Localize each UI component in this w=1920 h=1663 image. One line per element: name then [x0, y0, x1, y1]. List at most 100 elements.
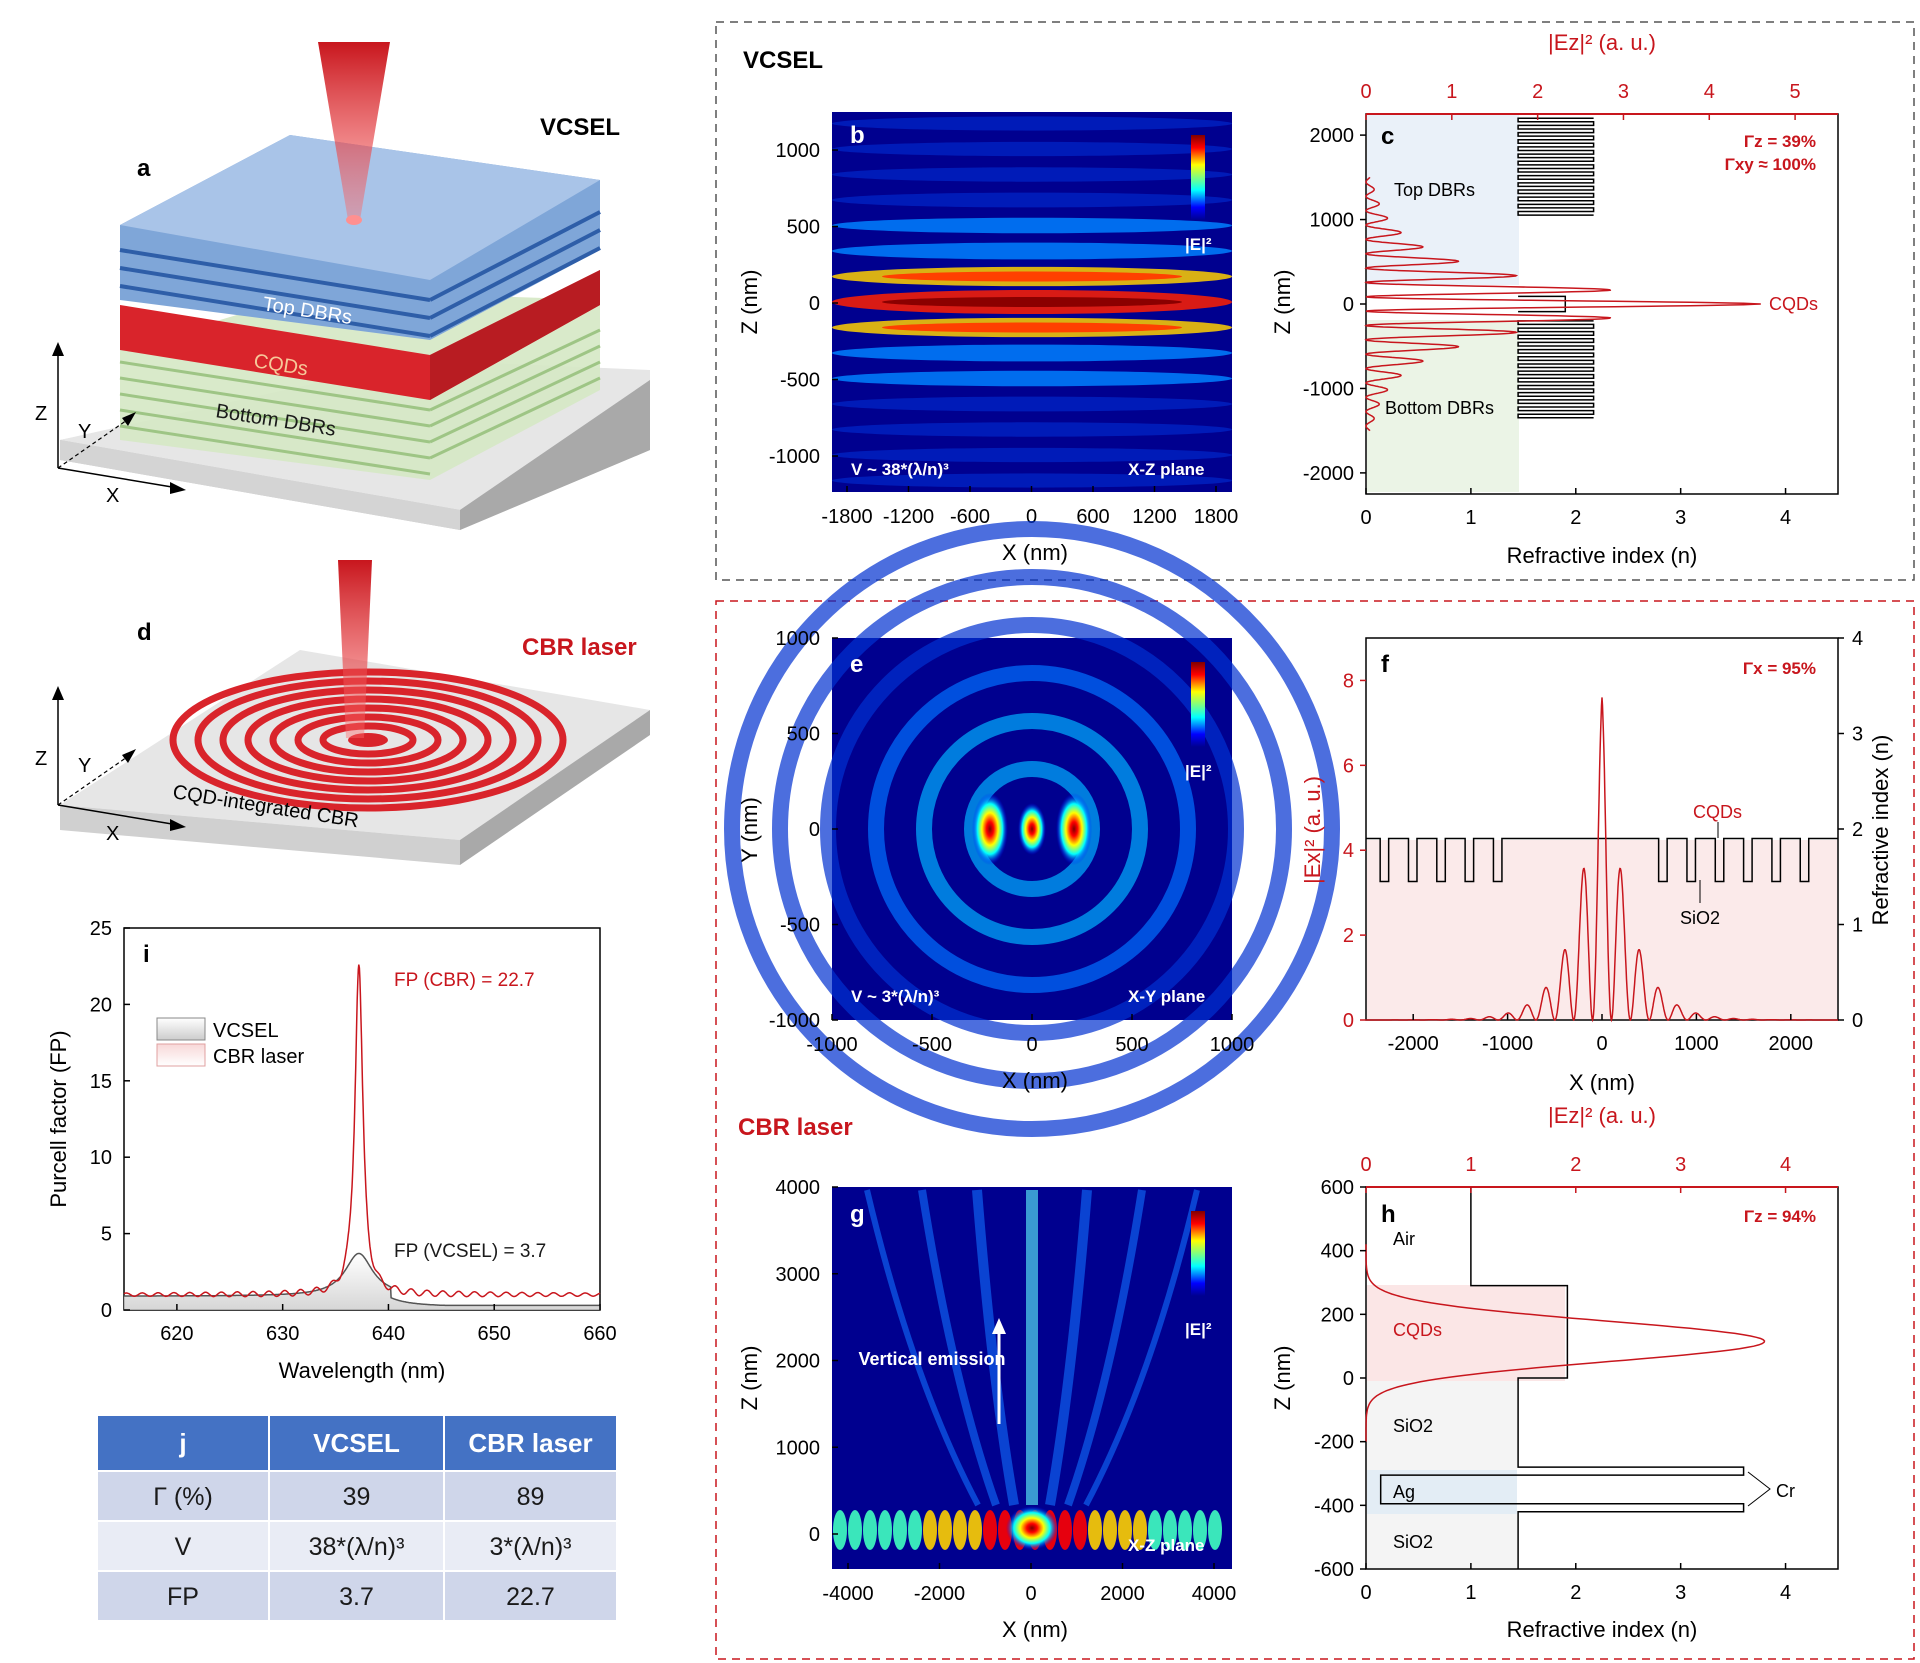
- ylabel-g: Z (nm): [737, 1346, 762, 1411]
- y-tick-label: 1000: [776, 140, 821, 162]
- y-tick-label: 0: [101, 1300, 112, 1322]
- panel-label-c: c: [1381, 123, 1394, 150]
- table-header: CBR laser: [468, 1428, 592, 1458]
- panel-label-g: g: [850, 1201, 865, 1228]
- emission-lobe: [1064, 1189, 1146, 1507]
- x-tick-label: 3: [1675, 1582, 1686, 1604]
- y-tick-label: -400: [1314, 1495, 1354, 1517]
- colorbar-label-e: |E|²: [1185, 762, 1212, 781]
- x-tick-label: -1200: [883, 506, 934, 528]
- top-tick-label: 0: [1360, 81, 1371, 103]
- field-core: [882, 271, 1182, 282]
- ring: [916, 713, 1148, 945]
- table-header: j: [178, 1428, 186, 1458]
- panel-label-d: d: [137, 619, 152, 646]
- emission-lobe: [1083, 1189, 1200, 1507]
- top-tick-label: 5: [1790, 81, 1801, 103]
- field-band: [832, 116, 1232, 131]
- x-tick-label: -4000: [822, 1583, 873, 1605]
- y-tick-label: -500: [780, 370, 820, 392]
- field-band: [832, 370, 1232, 387]
- table-cell: [443, 1520, 618, 1572]
- colorbar-label-g: |E|²: [1185, 1320, 1212, 1339]
- interference-spot: [953, 1510, 967, 1550]
- x-tick-label: 630: [266, 1323, 299, 1345]
- ring: [868, 665, 1196, 993]
- section-vcsel-right: VCSEL: [743, 47, 823, 74]
- y-tick-label: 4000: [776, 1177, 821, 1199]
- emission-lobe: [918, 1189, 1000, 1507]
- y-tick-label: -2000: [1303, 463, 1354, 485]
- interference-spot: [848, 1510, 862, 1550]
- y-tick-label: -1000: [769, 446, 820, 468]
- interference-spot: [1118, 1510, 1132, 1550]
- x-tick-label: 0: [1025, 1583, 1036, 1605]
- xlabel-e: X (nm): [1002, 1068, 1068, 1093]
- emission-lobe: [972, 1189, 1019, 1506]
- y-tick-right-label: 1: [1852, 915, 1863, 937]
- x-tick-label: 660: [583, 1323, 616, 1345]
- c-cqds: CQDs: [1769, 294, 1818, 314]
- x-tick-label: 1000: [1674, 1033, 1719, 1055]
- colorbar-b: [1191, 135, 1205, 220]
- top-tick-label: 2: [1532, 81, 1543, 103]
- interference-spot: [1148, 1510, 1162, 1550]
- interference-spot: [1133, 1510, 1147, 1550]
- table-cell: [443, 1470, 618, 1522]
- panel-c: c Top DBRs Bottom DBRs CQDs Γz = 39% Γxy…: [1270, 30, 1839, 568]
- legend-vcsel: VCSEL: [213, 1020, 279, 1042]
- top-tick-label: 1: [1465, 1154, 1476, 1176]
- hotspot-g: [1006, 1506, 1058, 1550]
- colorbar-label-b: |E|²: [1185, 235, 1212, 254]
- series-cbr: [123, 964, 601, 1298]
- section-vcsel-left: VCSEL: [540, 114, 620, 141]
- y-tick-label: 5: [101, 1224, 112, 1246]
- x-tick-label: 0: [1026, 1034, 1037, 1056]
- f-gamma: Γx = 95%: [1743, 659, 1816, 678]
- axis-z-a: Z: [35, 403, 47, 425]
- interference-spot: [1163, 1510, 1177, 1550]
- interference-spot: [1178, 1510, 1192, 1550]
- y-tick-label: -1000: [769, 1010, 820, 1032]
- y-tick-label: 10: [90, 1147, 112, 1169]
- y-tick-left-label: 0: [1343, 1010, 1354, 1032]
- h-cr: Cr: [1776, 1481, 1795, 1501]
- h-ylabel: Z (nm): [1270, 1346, 1295, 1411]
- y-tick-label: 0: [809, 1524, 820, 1546]
- x-tick-label: 1800: [1194, 506, 1239, 528]
- lobe-left: [972, 793, 1008, 865]
- top-tick-label: 1: [1446, 81, 1457, 103]
- table-cell: [96, 1520, 270, 1572]
- c-gamma-xy: Γxy ≈ 100%: [1725, 155, 1816, 174]
- interference-spot: [1103, 1510, 1117, 1550]
- h-cqds: CQDs: [1393, 1320, 1442, 1340]
- panel-label-e: e: [850, 651, 863, 678]
- x-tick-label: 500: [1115, 1034, 1148, 1056]
- legend-cbr: CBR laser: [213, 1046, 304, 1068]
- table-value: V: [175, 1533, 192, 1561]
- interference-spot: [938, 1510, 952, 1550]
- axis-y-d: Y: [78, 755, 91, 777]
- colorbar-g: [1191, 1211, 1205, 1296]
- x-tick-label: -1000: [1482, 1033, 1533, 1055]
- field-band: [832, 396, 1232, 412]
- x-tick-label: 2000: [1769, 1033, 1814, 1055]
- y-tick-label: 1000: [1310, 210, 1355, 232]
- f-cqds: CQDs: [1693, 802, 1742, 822]
- x-tick-label: -2000: [914, 1583, 965, 1605]
- x-tick-label: -1800: [821, 506, 872, 528]
- x-tick-label: 4: [1780, 507, 1791, 529]
- y-tick-label: 500: [787, 724, 820, 746]
- y-tick-right-label: 4: [1852, 628, 1863, 650]
- x-tick-label: 2: [1570, 1582, 1581, 1604]
- volume-b: V ~ 38*(λ/n)³: [851, 460, 949, 479]
- interference-spot: [983, 1510, 997, 1550]
- c-top-dbrs: Top DBRs: [1394, 180, 1475, 200]
- ring: [820, 617, 1244, 1041]
- top-tick-label: 3: [1675, 1154, 1686, 1176]
- interference-spot: [863, 1510, 877, 1550]
- plane-e: X-Y plane: [1128, 987, 1205, 1006]
- c-gamma-z: Γz = 39%: [1744, 132, 1816, 151]
